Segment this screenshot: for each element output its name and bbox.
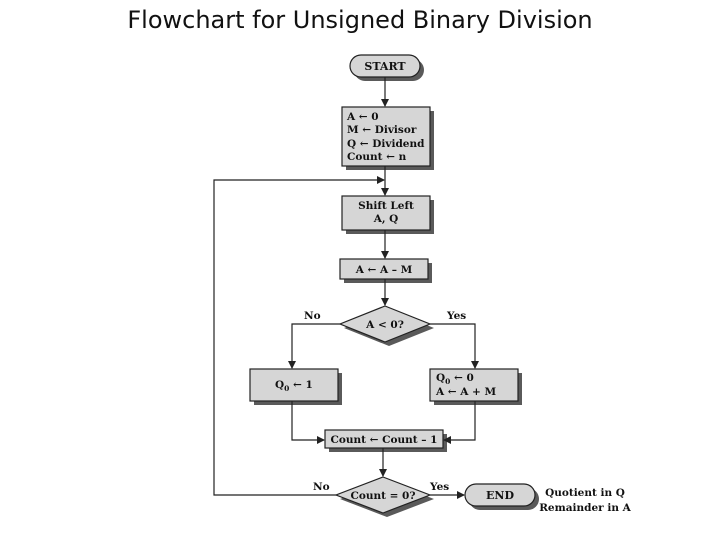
subtract-box: A ← A – M bbox=[339, 258, 432, 283]
decision1-label: A < 0? bbox=[365, 319, 404, 331]
decrement-box: Count ← Count – 1 bbox=[324, 429, 447, 452]
set-q0-zero-label: Q0 ← 0 bbox=[436, 372, 474, 386]
arrow-decision1-no bbox=[288, 323, 340, 369]
decision2-yes-label: Yes bbox=[429, 481, 449, 493]
arrow-decision1-yes bbox=[430, 323, 479, 369]
restore-box: Q0 ← 0 A ← A + M bbox=[429, 368, 522, 405]
end-label: END bbox=[486, 489, 514, 502]
restore-a-label: A ← A + M bbox=[435, 386, 497, 398]
init-count-label: Count ← n bbox=[347, 151, 407, 163]
end-terminal: END bbox=[464, 483, 539, 510]
set-q0-one-label: Q0 ← 1 bbox=[275, 379, 313, 393]
init-a-label: A ← 0 bbox=[346, 111, 379, 123]
init-box: A ← 0 M ← Divisor Q ← Dividend Count ← n bbox=[341, 106, 434, 170]
arrow-right-to-decrement bbox=[443, 401, 476, 444]
arrow-left-to-decrement bbox=[291, 401, 325, 444]
arrow-loop-back bbox=[213, 176, 385, 496]
init-q-label: Q ← Dividend bbox=[347, 138, 425, 150]
set-q0-one-box: Q0 ← 1 bbox=[249, 368, 342, 405]
slide-title: Flowchart for Unsigned Binary Division bbox=[127, 6, 593, 34]
decision1-no-label: No bbox=[304, 310, 321, 322]
start-terminal: START bbox=[349, 54, 424, 81]
decision-a-negative: A < 0? bbox=[338, 305, 434, 346]
shift-box: Shift Left A, Q bbox=[341, 195, 434, 234]
decision-count-zero: Count = 0? bbox=[334, 476, 434, 517]
subtract-label: A ← A – M bbox=[355, 264, 413, 276]
decrement-label: Count ← Count – 1 bbox=[331, 434, 438, 446]
init-m-label: M ← Divisor bbox=[347, 124, 417, 136]
connectors bbox=[213, 77, 479, 499]
result-line2: Remainder in A bbox=[539, 502, 631, 514]
decision2-no-label: No bbox=[313, 481, 330, 493]
result-line1: Quotient in Q bbox=[545, 487, 625, 499]
start-label: START bbox=[364, 60, 406, 73]
decision1-yes-label: Yes bbox=[446, 310, 466, 322]
decision2-label: Count = 0? bbox=[350, 490, 415, 502]
shift-line1: Shift Left bbox=[358, 200, 414, 212]
shift-line2: A, Q bbox=[373, 213, 399, 225]
